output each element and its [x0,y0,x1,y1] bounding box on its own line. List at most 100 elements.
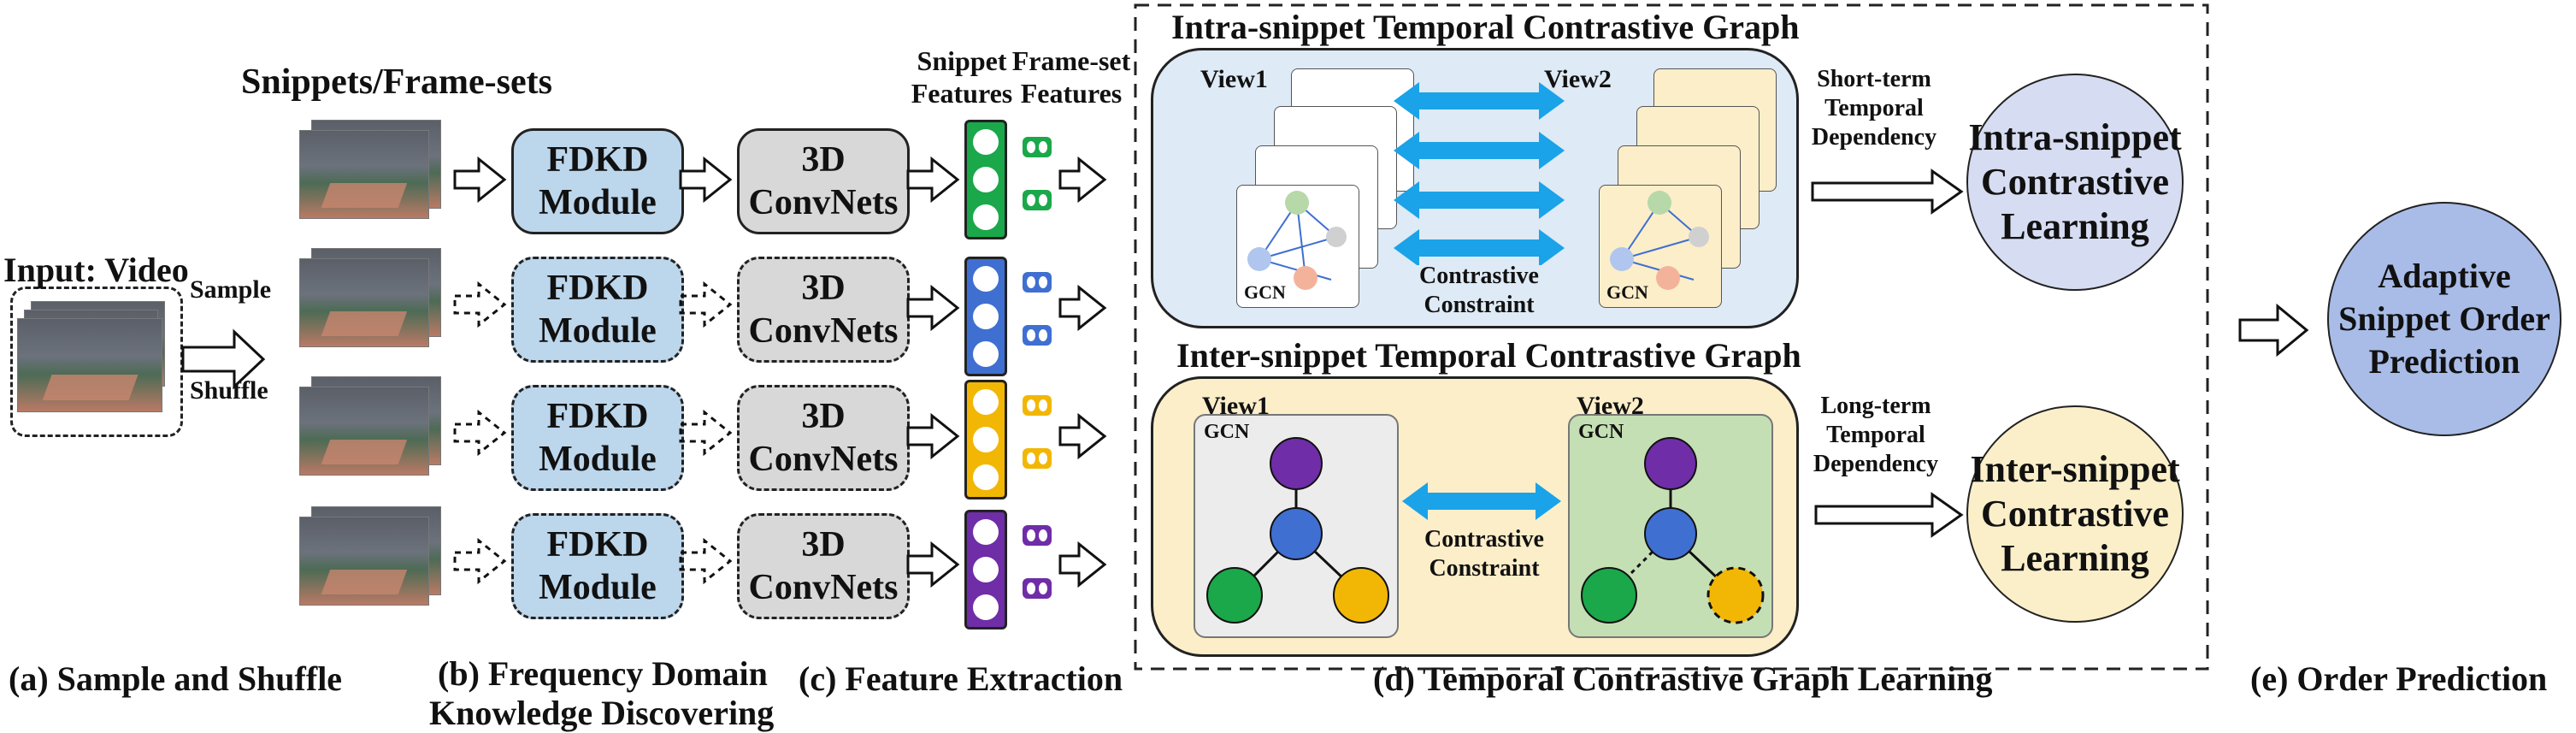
arrow-icon [1811,168,1964,215]
arrow-icon [906,284,960,332]
snippet-thumb-4 [299,517,429,606]
arrow-icon [1058,156,1107,204]
feature-dot [973,204,999,230]
intra-view2-label: View2 [1544,65,1612,93]
caption-b-line1: (b) Frequency Domain [438,654,768,693]
frameset-feature-4b [1023,578,1052,599]
double-arrow-icon [1402,482,1561,520]
feature-dot [973,129,999,155]
double-arrow-icon [1394,229,1565,265]
snippet-feature-3 [964,380,1007,500]
conv-label-4a: 3D [801,525,846,565]
inter-learn-line2: Contrastive [1981,493,2169,535]
arrow-icon [906,156,960,204]
section-d-border [1134,3,2209,671]
intra-learn-line3: Learning [2001,205,2149,247]
prediction-line2: Snippet Order [2338,299,2550,338]
intra-dep-line2: Temporal [1824,95,1924,121]
double-arrow-icon [1394,132,1565,169]
double-arrow-icon [1394,181,1565,219]
inter-contrast-arrow [1402,482,1561,520]
input-video-title: Input: Video [3,251,189,289]
intra-dep-line3: Dependency [1811,124,1937,151]
sample-label: Sample [190,275,272,304]
prediction-line3: Prediction [2368,342,2520,381]
feature-dot [973,266,999,292]
feature-dot [973,389,999,415]
inter-learn-line3: Learning [2001,537,2149,579]
input-video-thumb [17,318,162,412]
frameset-feature-1a [1023,137,1052,157]
inter-learn-line1: Inter-snippet [1970,448,2180,490]
frameset-feature-2a [1023,272,1052,293]
arrow-icon [906,541,960,588]
caption-a: (a) Sample and Shuffle [9,659,343,698]
arrow-icon [453,156,507,204]
feature-dot [973,427,999,452]
frameset-feature-3a [1023,395,1052,416]
frameset-feature-1b [1023,190,1052,210]
feature-dot [973,304,999,329]
intra-view2-graph [1610,191,1709,290]
fdkd-label-3a: FDKD [546,397,649,436]
frameset-feature-2b [1023,325,1052,346]
conv-label-3b: ConvNets [748,440,899,479]
frameset-feature-4a [1023,525,1052,546]
feature-dot [973,594,999,620]
arrow-icon [1058,284,1107,332]
intra-learning-circle: Intra-snippet Contrastive Learning [1966,74,2184,291]
conv-label-2b: ConvNets [748,311,899,351]
inter-view1-box: GCN [1194,414,1399,638]
arrow-icon [1058,412,1107,460]
intra-dependency-label: Short-term Temporal Dependency [1801,65,1948,152]
feature-dot [973,341,999,367]
frameset-features-label: Frame-set Features [1007,44,1135,109]
fdkd-label-1b: Module [539,183,657,222]
order-prediction-circle: Adaptive Snippet Order Prediction [2327,202,2561,436]
inter-dep-line1: Long-term [1820,393,1931,419]
feature-dot [973,464,999,490]
snippet-feature-2 [964,257,1007,376]
dashed-arrow-icon [453,537,507,585]
inter-dep-line2: Temporal [1826,422,1925,448]
intra-dep-line1: Short-term [1817,66,1931,92]
feature-dot [973,167,999,192]
inter-view1-graph [1206,437,1389,624]
snippet-thumb-2 [299,258,429,347]
caption-c: (c) Feature Extraction [799,659,1123,698]
intra-view2-card-1: GCN [1599,185,1722,308]
arrow-icon [906,412,960,460]
dashed-arrow-icon [453,281,507,328]
conv-label-1a: 3D [801,140,846,180]
intra-constraint-label: Contrastive Constraint [1394,262,1565,320]
snippet-feature-1 [964,120,1007,239]
snippet-features-line1: Snippet [917,45,1007,76]
fdkd-label-1a: FDKD [546,140,649,180]
snippet-features-line2: Features [911,78,1013,109]
inter-constraint-line1: Contrastive [1424,526,1544,553]
intra-constraint-line1: Contrastive [1419,263,1539,289]
snippet-features-label: Snippet Features [906,44,1017,109]
inter-constraint-label: Contrastive Constraint [1399,525,1570,583]
fdkd-label-4a: FDKD [546,525,649,565]
conv-label-2a: 3D [801,269,846,308]
frameset-features-line1: Frame-set [1011,45,1131,76]
conv-label-1b: ConvNets [748,183,899,222]
frameset-feature-3b [1023,448,1052,469]
dashed-arrow-icon [679,281,733,328]
arrow-icon [679,156,733,204]
inter-view1-gcn: GCN [1204,421,1250,443]
intra-view1-card-1: GCN [1236,185,1359,308]
double-arrow-icon [1394,82,1565,120]
inter-title: Inter-snippet Temporal Contrastive Graph [1176,336,1801,375]
